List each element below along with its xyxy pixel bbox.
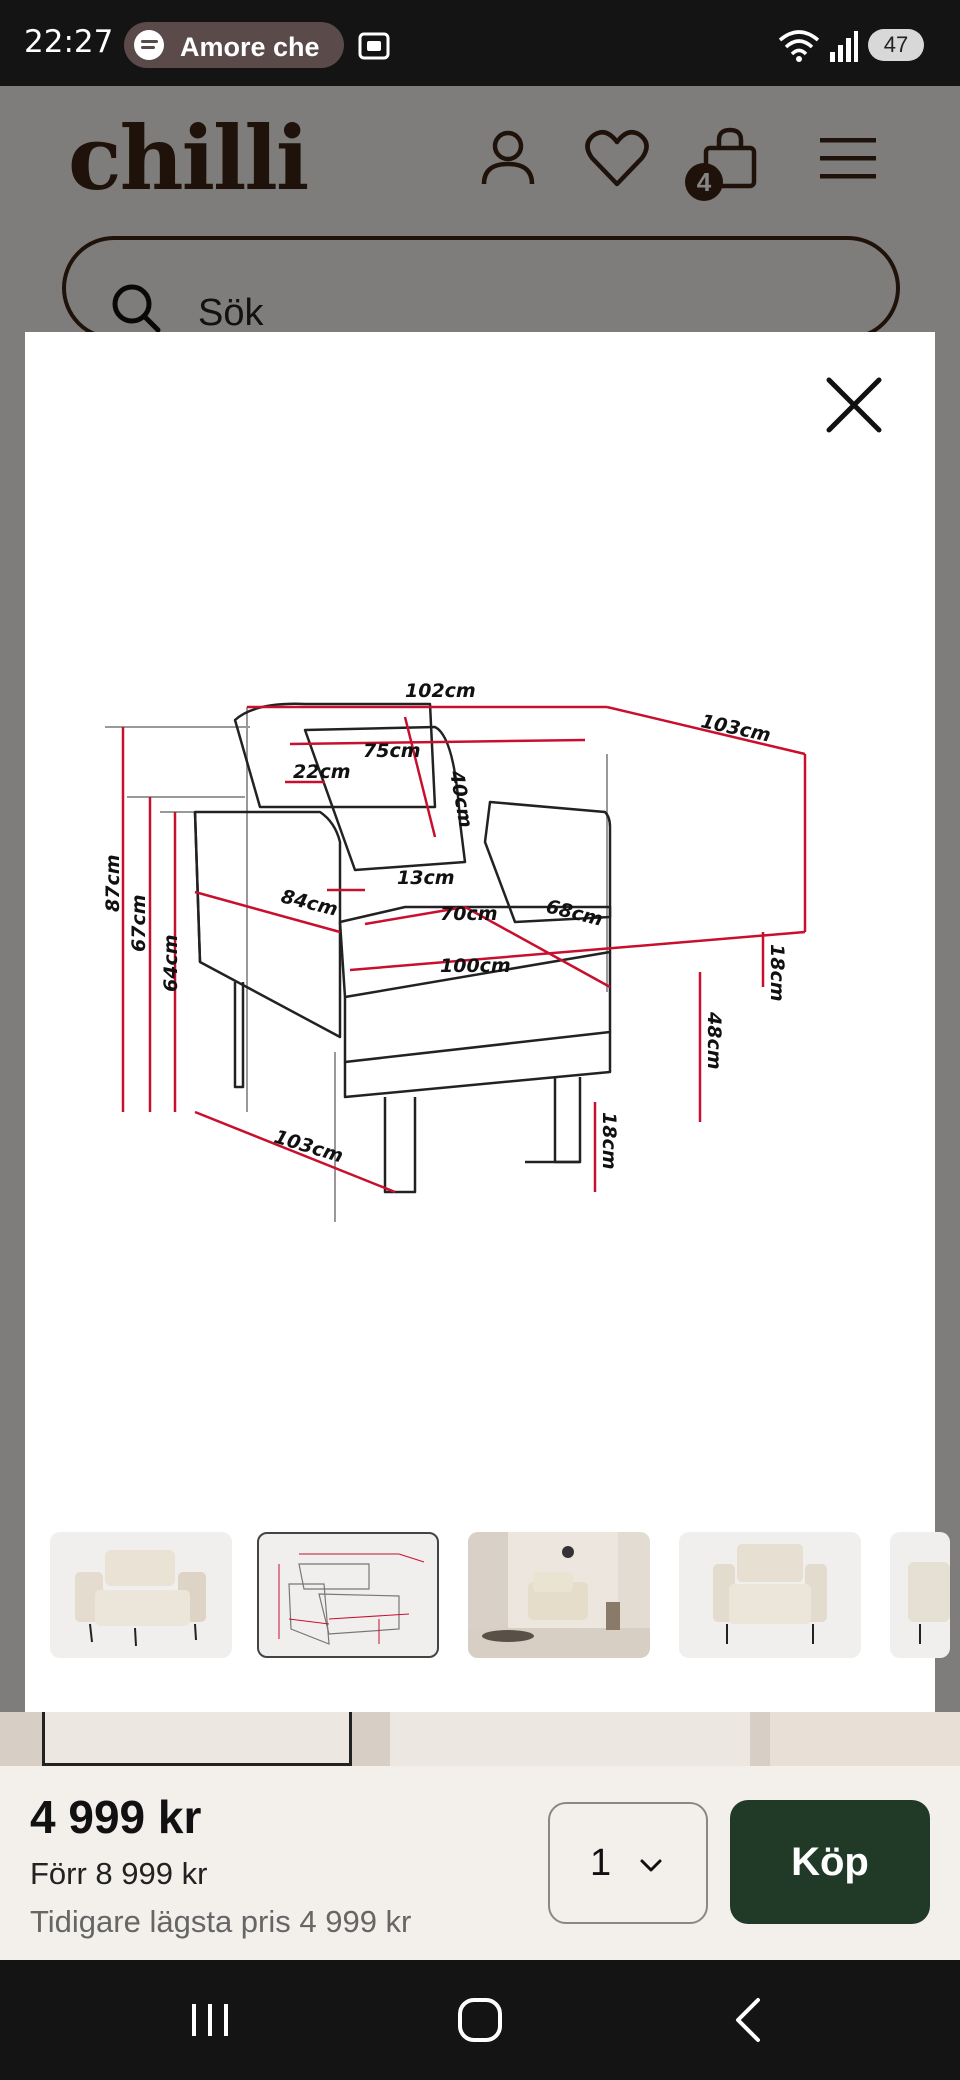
dim-seat-width: 100cm <box>440 955 511 977</box>
previous-price: Förr 8 999 kr <box>30 1856 208 1891</box>
signal-icon <box>830 31 858 62</box>
status-bar: 22:27 Amore che 47 <box>0 0 960 86</box>
armchair-straight-image <box>713 1544 827 1644</box>
thumbnail-armchair-room[interactable] <box>468 1532 650 1658</box>
site-logo[interactable]: chilli <box>68 106 309 210</box>
background-thumb <box>390 1712 750 1766</box>
wifi-icon <box>778 30 820 62</box>
recent-apps-icon[interactable] <box>180 1990 240 2050</box>
battery-indicator: 47 <box>868 29 924 61</box>
dim-depth-right: 103cm <box>699 710 773 746</box>
site-header: chilli 4 <box>0 86 960 236</box>
dim-leg-height: 18cm <box>598 1112 620 1170</box>
background-gallery-strip <box>0 1712 960 1766</box>
current-price: 4 999 kr <box>30 1791 202 1843</box>
cart-count-badge: 4 <box>685 163 723 201</box>
dim-armrest-width: 13cm <box>397 867 455 889</box>
quantity-value: 1 <box>590 1842 612 1884</box>
thumbnail-strip <box>25 1532 950 1672</box>
dim-seat-height: 48cm <box>703 1011 725 1070</box>
search-icon <box>112 284 161 333</box>
background-thumb <box>42 1712 352 1766</box>
back-icon[interactable] <box>720 1990 780 2050</box>
armchair-room-image <box>468 1532 650 1658</box>
media-title: Amore che <box>180 32 320 62</box>
thumbnail-armchair-dimensions[interactable] <box>257 1532 439 1658</box>
lowest-price: Tidigare lägsta pris 4 999 kr <box>30 1904 412 1939</box>
home-icon[interactable] <box>450 1990 510 2050</box>
armchair-dimension-diagram: 102cm 103cm 75cm 40cm 22cm 13cm 87cm 67c… <box>105 680 807 1222</box>
dim-width-top: 102cm <box>405 680 476 702</box>
background-thumb <box>770 1712 960 1766</box>
dim-seat-width-front: 70cm <box>440 903 498 925</box>
screen-record-icon <box>358 32 390 60</box>
menu-icon[interactable] <box>818 126 878 190</box>
dim-backrest-depth: 22cm <box>293 761 351 783</box>
dim-total-height: 87cm <box>105 854 124 912</box>
thumbnail-armchair-front[interactable] <box>50 1532 232 1658</box>
dim-back-cushion-height: 40cm <box>445 768 477 829</box>
dim-seat-thickness: 18cm <box>766 944 788 1002</box>
armchair-side-image <box>908 1562 950 1644</box>
image-lightbox-modal: 102cm 103cm 75cm 40cm 22cm 13cm 87cm 67c… <box>25 332 950 1712</box>
heart-icon[interactable] <box>584 126 650 190</box>
buy-bar: 4 999 kr Förr 8 999 kr Tidigare lägsta p… <box>0 1766 960 1960</box>
thumbnail-armchair-straight[interactable] <box>679 1532 861 1658</box>
spotify-icon <box>134 30 164 60</box>
thumbnail-armchair-side[interactable] <box>890 1532 950 1658</box>
dim-back-cushion-width: 75cm <box>363 740 421 762</box>
armchair-dimensions-image <box>278 1553 425 1645</box>
search-placeholder: Sök <box>198 292 264 334</box>
close-icon[interactable] <box>821 372 887 438</box>
chevron-down-icon <box>640 1859 662 1872</box>
status-time: 22:27 <box>24 24 114 60</box>
search-bar[interactable]: Sök <box>62 236 900 340</box>
account-icon[interactable] <box>478 126 538 190</box>
system-nav-bar <box>0 1960 960 2080</box>
dim-armrest-height: 67cm <box>128 894 150 952</box>
dim-back-height: 64cm <box>160 934 182 992</box>
quantity-select[interactable]: 1 <box>548 1802 708 1924</box>
armchair-front-image <box>75 1550 206 1647</box>
media-pill[interactable]: Amore che <box>124 22 344 68</box>
buy-button[interactable]: Köp <box>730 1800 930 1924</box>
dim-seat-depth: 68cm <box>544 896 605 931</box>
